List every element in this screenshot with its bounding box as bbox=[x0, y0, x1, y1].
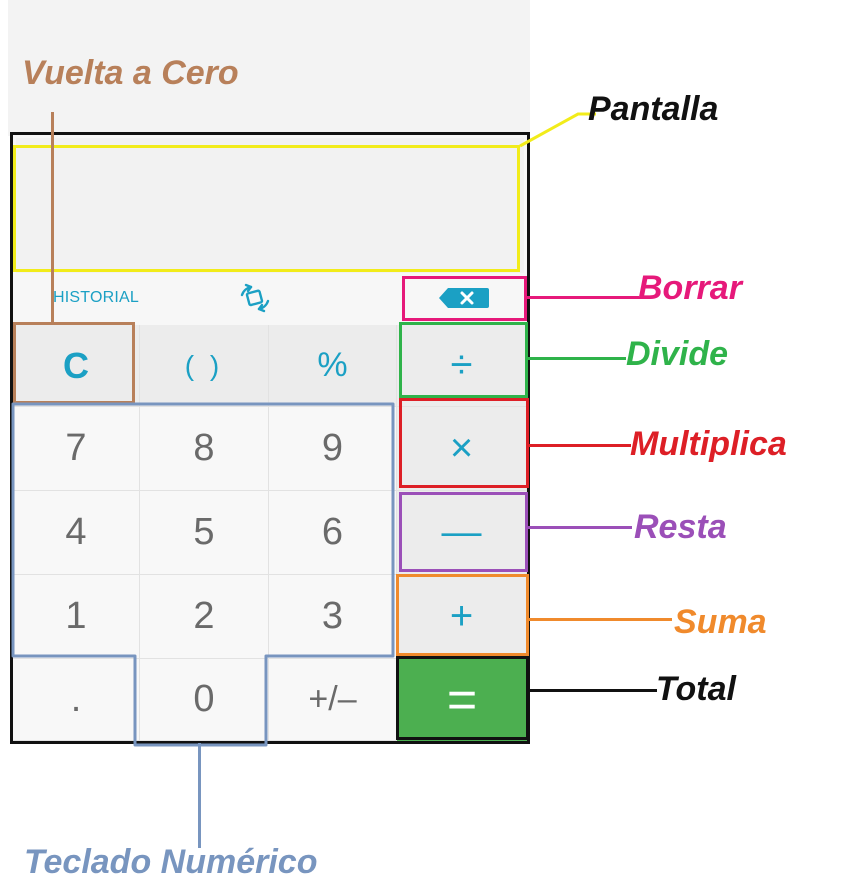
divide-button[interactable]: ÷ bbox=[397, 325, 527, 407]
plus-minus-button[interactable]: +/– bbox=[269, 659, 397, 741]
suma-label: Suma bbox=[674, 603, 767, 641]
calculator-toolbar: HISTORIAL bbox=[13, 275, 527, 323]
clear-button[interactable]: C bbox=[13, 325, 140, 407]
key-9[interactable]: 9 bbox=[269, 407, 397, 491]
vuelta-a-cero-label: Vuelta a Cero bbox=[22, 54, 239, 92]
pantalla-highlight bbox=[13, 145, 520, 272]
resta-connector bbox=[528, 526, 632, 529]
add-button[interactable]: + bbox=[397, 575, 527, 659]
key-3[interactable]: 3 bbox=[269, 575, 397, 659]
divide-label: Divide bbox=[626, 335, 729, 373]
pantalla-connector bbox=[519, 112, 596, 148]
multiplica-connector bbox=[529, 444, 631, 447]
key-1[interactable]: 1 bbox=[13, 575, 140, 659]
subtract-button[interactable]: — bbox=[397, 491, 527, 575]
teclado-numerico-connector bbox=[198, 743, 201, 848]
key-0[interactable]: 0 bbox=[140, 659, 269, 741]
multiplica-label: Multiplica bbox=[630, 425, 787, 463]
percent-button[interactable]: % bbox=[269, 325, 397, 407]
borrar-label: Borrar bbox=[638, 269, 742, 307]
parentheses-button[interactable]: ( ) bbox=[140, 325, 269, 407]
key-7[interactable]: 7 bbox=[13, 407, 140, 491]
total-label: Total bbox=[656, 670, 736, 708]
decimal-button[interactable]: . bbox=[13, 659, 140, 741]
suma-highlight bbox=[396, 574, 529, 656]
equals-button[interactable]: = bbox=[397, 659, 527, 741]
borrar-connector bbox=[527, 296, 639, 299]
teclado-numerico-label: Teclado Numérico bbox=[24, 843, 318, 881]
suma-connector bbox=[529, 618, 672, 621]
multiplica-highlight bbox=[399, 398, 529, 488]
backspace-icon[interactable] bbox=[438, 287, 490, 314]
top-background bbox=[8, 0, 530, 136]
multiply-button[interactable]: × bbox=[397, 407, 527, 491]
calculator-display bbox=[16, 138, 524, 273]
resta-highlight bbox=[399, 492, 528, 572]
resta-label: Resta bbox=[634, 508, 727, 546]
key-6[interactable]: 6 bbox=[269, 491, 397, 575]
rotate-icon[interactable] bbox=[237, 283, 273, 318]
key-5[interactable]: 5 bbox=[140, 491, 269, 575]
divide-highlight bbox=[399, 322, 528, 398]
calculator-app: HISTORIAL C ( ) % ÷ 7 8 9 × bbox=[10, 132, 530, 744]
key-4[interactable]: 4 bbox=[13, 491, 140, 575]
pantalla-label: Pantalla bbox=[588, 90, 719, 128]
total-highlight bbox=[396, 656, 529, 740]
divide-connector bbox=[528, 357, 626, 360]
key-2[interactable]: 2 bbox=[140, 575, 269, 659]
history-button[interactable]: HISTORIAL bbox=[53, 289, 139, 306]
vuelta-a-cero-connector bbox=[51, 112, 54, 324]
key-8[interactable]: 8 bbox=[140, 407, 269, 491]
total-connector bbox=[529, 689, 657, 692]
borrar-highlight bbox=[402, 276, 527, 321]
